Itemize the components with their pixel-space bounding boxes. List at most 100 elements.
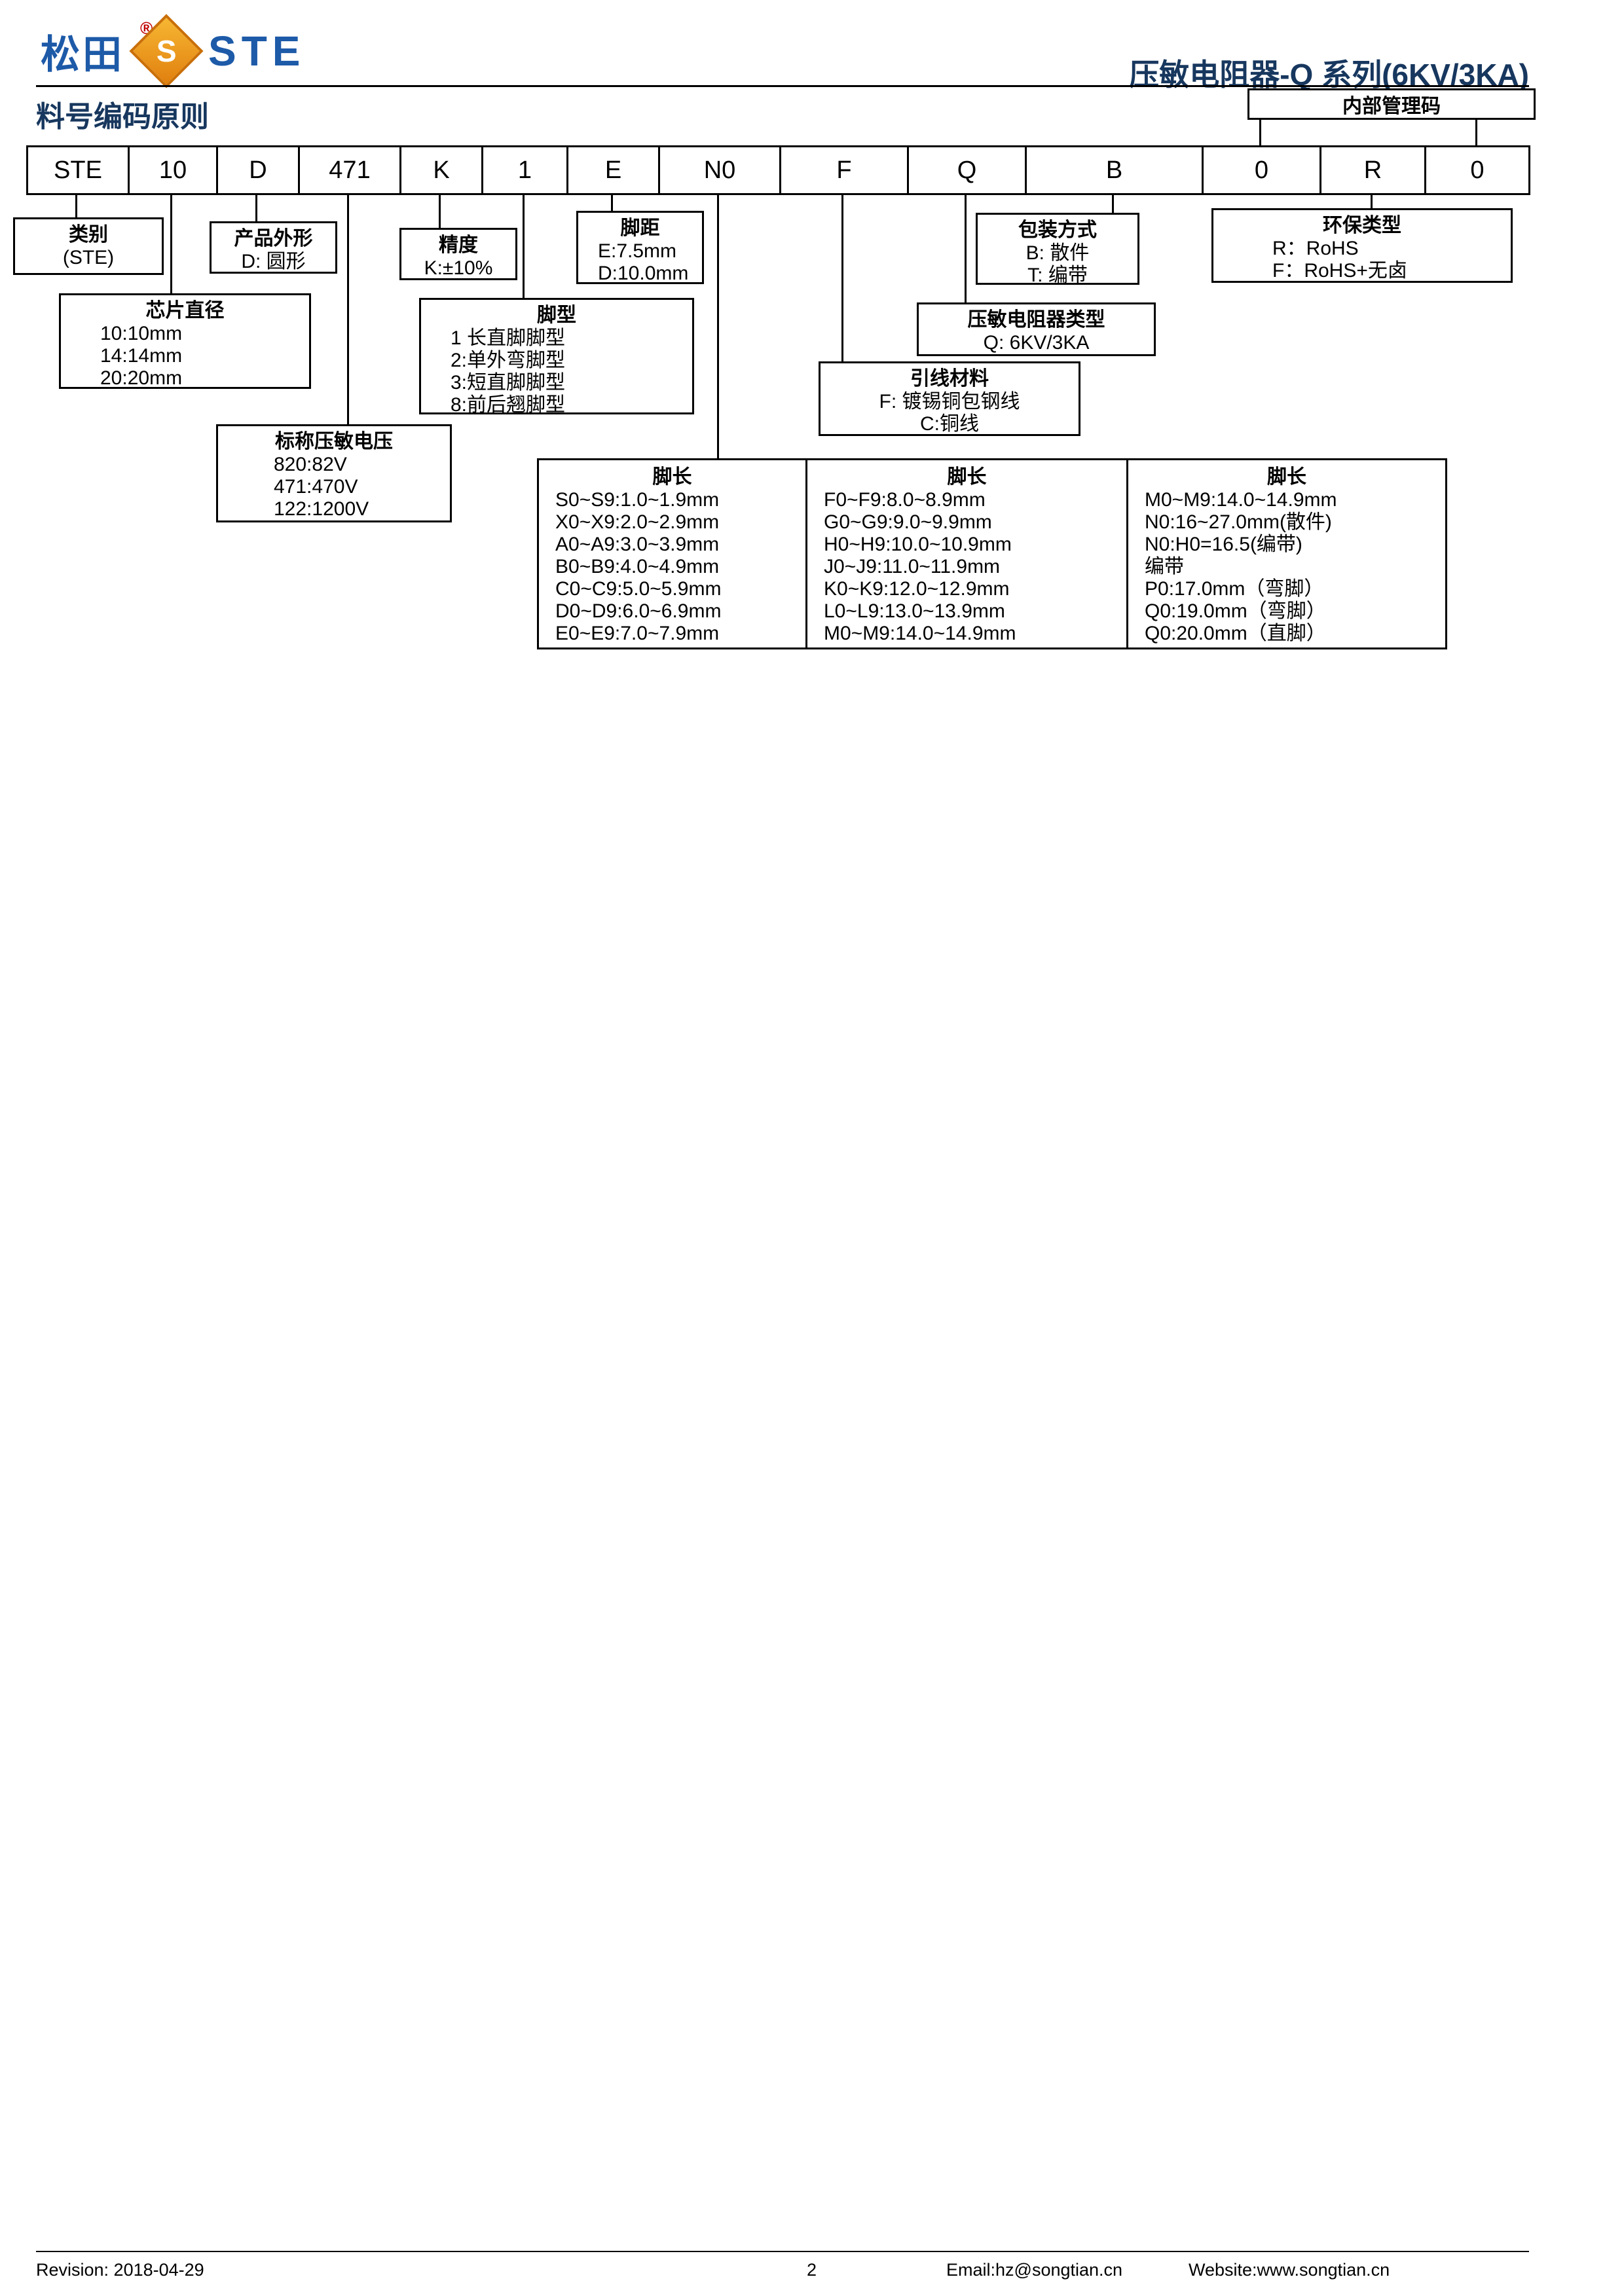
logo-s-letter: S [156, 34, 177, 68]
part-cell: E [566, 145, 660, 195]
callout-title: 类别 [69, 224, 108, 246]
callout-pin-length-2: 脚长 F0~F9:8.0~8.9mm G0~G9:9.0~9.9mm H0~H9… [805, 458, 1128, 649]
callout-pin-type: 脚型 1 长直脚脚型 2:单外弯脚型 3:短直脚脚型 8:前后翘脚型 [419, 298, 694, 416]
callout-title: 脚长 [947, 466, 987, 488]
callout-line: 820:82V [274, 454, 347, 475]
callout-pitch: 脚距 E:7.5mm D:10.0mm [576, 211, 704, 284]
connector-line [717, 195, 719, 458]
callout-line: 471:470V [274, 476, 358, 498]
callout-line: F0~F9:8.0~8.9mm [824, 489, 986, 511]
callout-shape: 产品外形 D: 圆形 [210, 221, 337, 274]
callout-line: 1 长直脚脚型 [451, 327, 566, 349]
callout-line: 20:20mm [100, 367, 183, 389]
callout-voltage: 标称压敏电压 820:82V 471:470V 122:1200V [216, 424, 452, 522]
callout-line: L0~L9:13.0~13.9mm [824, 600, 1005, 622]
footer-revision: Revision: 2018-04-29 [36, 2260, 204, 2280]
part-cell: K [399, 145, 483, 195]
connector-line [1371, 195, 1373, 210]
connector-line [965, 195, 967, 302]
callout-line: K:±10% [424, 257, 493, 279]
connector-line [1112, 195, 1114, 213]
callout-chip-diameter: 芯片直径 10:10mm 14:14mm 20:20mm [59, 293, 311, 389]
connector-line [523, 195, 525, 298]
callout-title: 芯片直径 [145, 300, 225, 321]
callout-line: M0~M9:14.0~14.9mm [824, 623, 1016, 644]
callout-line: 8:前后翘脚型 [451, 394, 566, 416]
callout-title: 脚长 [1267, 466, 1306, 488]
callout-pin-length-1: 脚长 S0~S9:1.0~1.9mm X0~X9:2.0~2.9mm A0~A9… [537, 458, 807, 649]
callout-title: 引线材料 [910, 368, 989, 390]
connector-line [347, 195, 349, 424]
callout-line: C:铜线 [920, 413, 979, 435]
connector-line [611, 195, 613, 211]
callout-line: A0~A9:3.0~3.9mm [555, 534, 720, 555]
callout-line: D0~D9:6.0~6.9mm [555, 600, 722, 622]
callout-line: D:10.0mm [598, 263, 689, 284]
callout-line: R：RoHS [1272, 238, 1359, 259]
callout-lead-material: 引线材料 F: 镀锡铜包钢线 C:铜线 [819, 361, 1080, 436]
callout-line: E:7.5mm [598, 240, 677, 262]
callout-line: X0~X9:2.0~2.9mm [555, 511, 720, 533]
part-cell: F [779, 145, 909, 195]
internal-code-box: 内部管理码 [1247, 88, 1536, 120]
callout-line: F：RoHS+无卤 [1272, 260, 1407, 282]
part-cell: R [1320, 145, 1426, 195]
callout-line: 10:10mm [100, 323, 183, 344]
callout-line: P0:17.0mm（弯脚） [1145, 578, 1324, 600]
callout-title: 精度 [439, 234, 478, 256]
callout-pin-length-3: 脚长 M0~M9:14.0~14.9mm N0:16~27.0mm(散件) N0… [1126, 458, 1447, 649]
callout-line: C0~C9:5.0~5.9mm [555, 578, 722, 600]
footer-page-number: 2 [807, 2260, 817, 2280]
connector-line [170, 195, 172, 293]
connector-line [255, 195, 257, 221]
callout-line: Q: 6KV/3KA [983, 332, 1090, 354]
footer-rule [36, 2251, 1529, 2252]
callout-line: M0~M9:14.0~14.9mm [1145, 489, 1337, 511]
part-cell: Q [907, 145, 1027, 195]
connector-line [1259, 120, 1261, 145]
callout-line: Q0:19.0mm（弯脚） [1145, 600, 1326, 622]
callout-title: 脚型 [537, 304, 576, 326]
callout-title: 脚距 [620, 217, 660, 239]
connector-line [1475, 120, 1477, 145]
callout-line: N0:H0=16.5(编带) [1145, 534, 1302, 555]
callout-line: 122:1200V [274, 498, 369, 520]
part-cell: 1 [481, 145, 568, 195]
callout-line: S0~S9:1.0~1.9mm [555, 489, 720, 511]
callout-line: E0~E9:7.0~7.9mm [555, 623, 720, 644]
company-logo: 松田 ® S STE [41, 14, 306, 88]
callout-line: B: 散件 [1025, 242, 1090, 264]
callout-line: K0~K9:12.0~12.9mm [824, 578, 1010, 600]
callout-varistor-type: 压敏电阻器类型 Q: 6KV/3KA [917, 302, 1156, 356]
callout-precision: 精度 K:±10% [399, 228, 517, 280]
logo-ste-text: STE [208, 27, 306, 75]
part-cell: D [216, 145, 300, 195]
header-rule [36, 85, 1529, 87]
callout-line: T: 编带 [1027, 264, 1088, 286]
callout-line: 编带 [1145, 556, 1184, 577]
callout-title: 标称压敏电压 [275, 431, 393, 452]
callout-line: Q0:20.0mm（直脚） [1145, 623, 1326, 644]
callout-line: J0~J9:11.0~11.9mm [824, 556, 1001, 577]
part-cell: STE [26, 145, 130, 195]
part-cell: N0 [658, 145, 781, 195]
connector-line [75, 195, 77, 217]
callout-title: 包装方式 [1018, 219, 1097, 241]
part-cell: B [1025, 145, 1204, 195]
callout-line: H0~H9:10.0~10.9mm [824, 534, 1012, 555]
callout-category: 类别 (STE) [13, 217, 164, 275]
callout-line: D: 圆形 [241, 251, 306, 272]
callout-line: F: 镀锡铜包钢线 [879, 391, 1020, 412]
callout-line: 2:单外弯脚型 [451, 350, 566, 371]
callout-line: 14:14mm [100, 345, 183, 367]
callout-line: N0:16~27.0mm(散件) [1145, 511, 1332, 533]
callout-line: 3:短直脚脚型 [451, 372, 566, 393]
connector-line [439, 195, 441, 228]
callout-title: 压敏电阻器类型 [967, 309, 1105, 331]
footer-website: Website:www.songtian.cn [1189, 2260, 1390, 2280]
callout-title: 产品外形 [234, 228, 313, 249]
section-title: 料号编码原则 [36, 101, 209, 133]
connector-line [841, 195, 843, 361]
footer-email: Email:hz@songtian.cn [946, 2260, 1123, 2280]
